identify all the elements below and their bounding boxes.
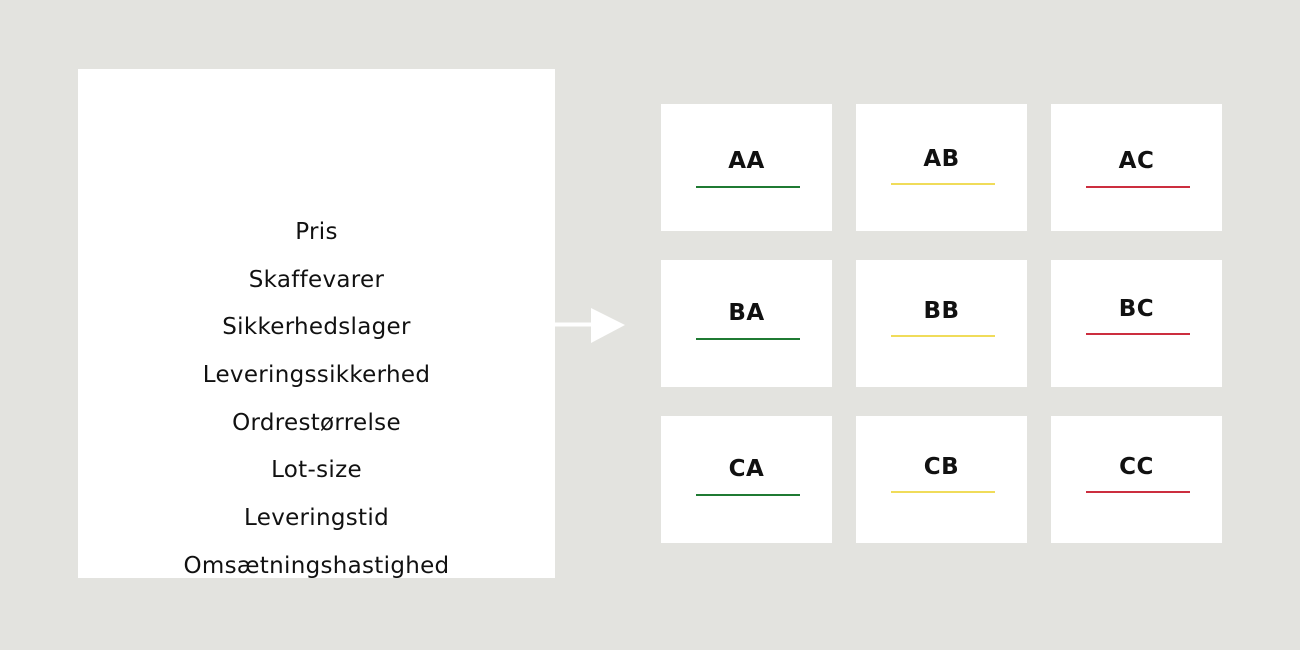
grid-card-ca: CA xyxy=(661,416,832,543)
factor-item-skaffevarer: Skaffevarer xyxy=(248,266,385,293)
grid-card-underline xyxy=(891,183,995,185)
grid-card-bc: BC xyxy=(1051,260,1222,387)
factor-item-leveringssikkerhed: Leveringssikkerhed xyxy=(202,362,431,389)
factor-item-ordrestorrelse: Ordrestørrelse xyxy=(232,409,401,436)
grid-card-underline xyxy=(891,491,995,493)
grid-card-ac: AC xyxy=(1051,104,1222,231)
grid-card-label: CB xyxy=(923,454,960,480)
grid-card-underline xyxy=(696,338,800,340)
grid-card-aa: AA xyxy=(661,104,832,231)
arrow-right-icon xyxy=(555,307,627,349)
factor-item-omsaetningshastighed: Omsætningshastighed xyxy=(183,552,450,579)
factor-item-pris: Pris xyxy=(295,219,338,245)
grid-card-cc: CC xyxy=(1051,416,1222,543)
grid-card-label: AB xyxy=(923,146,960,172)
grid-card-underline xyxy=(696,186,800,188)
factor-list: Pris Skaffevarer Sikkerhedslager Leverin… xyxy=(78,209,555,591)
grid-card-label: BA xyxy=(728,300,765,326)
grid-card-underline xyxy=(1086,491,1190,493)
factor-panel: Pris Skaffevarer Sikkerhedslager Leverin… xyxy=(78,69,555,579)
grid-card-underline xyxy=(891,335,995,337)
factor-item-leveringstid: Leveringstid xyxy=(244,505,389,532)
grid-card-cb: CB xyxy=(856,416,1027,543)
grid-card-label: BB xyxy=(923,298,960,324)
grid-card-label: BC xyxy=(1118,296,1155,322)
grid-card-underline xyxy=(1086,333,1190,335)
factor-item-lot-size: Lot-size xyxy=(271,457,362,484)
grid-card-label: CA xyxy=(728,456,765,482)
grid-card-bb: BB xyxy=(856,260,1027,387)
grid-card-label: AA xyxy=(728,148,765,174)
grid-card-ab: AB xyxy=(856,104,1027,231)
grid-card-label: CC xyxy=(1119,454,1154,480)
grid-card-underline xyxy=(696,494,800,496)
grid-card-ba: BA xyxy=(661,260,832,387)
factor-item-sikkerhedslager: Sikkerhedslager xyxy=(222,314,411,341)
grid-card-underline xyxy=(1086,186,1190,188)
grid-card-label: AC xyxy=(1118,148,1155,174)
